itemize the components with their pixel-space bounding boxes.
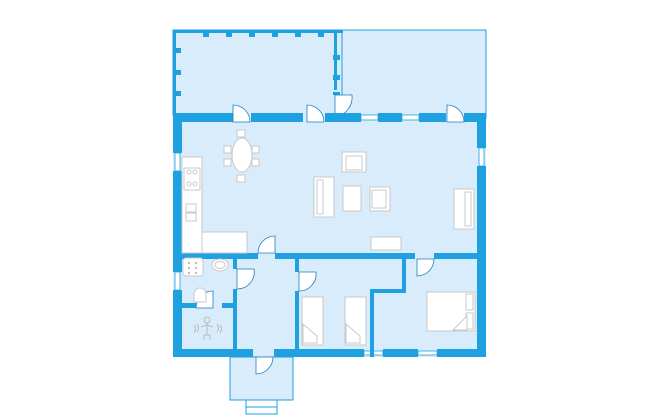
terrace-floor bbox=[173, 30, 486, 118]
bed-icon bbox=[301, 291, 476, 346]
sink-icon bbox=[185, 203, 197, 222]
toilet-icon bbox=[193, 287, 207, 303]
coffee-table bbox=[342, 185, 362, 212]
sink-icon bbox=[211, 258, 229, 272]
dining-table-icon bbox=[223, 129, 260, 183]
tv-bench bbox=[370, 236, 402, 251]
sauna-icon bbox=[193, 316, 222, 340]
armchair-icon bbox=[341, 151, 391, 212]
door-swing-icon[interactable] bbox=[195, 104, 465, 375]
shower-icon bbox=[182, 257, 204, 277]
sofa-icon bbox=[313, 176, 475, 230]
veranda-window-frames bbox=[173, 30, 343, 115]
interior-walls bbox=[173, 253, 486, 357]
steps-icon bbox=[245, 399, 278, 415]
entry-porch bbox=[229, 356, 294, 401]
stove-icon bbox=[183, 167, 201, 191]
exterior-walls bbox=[173, 113, 486, 357]
